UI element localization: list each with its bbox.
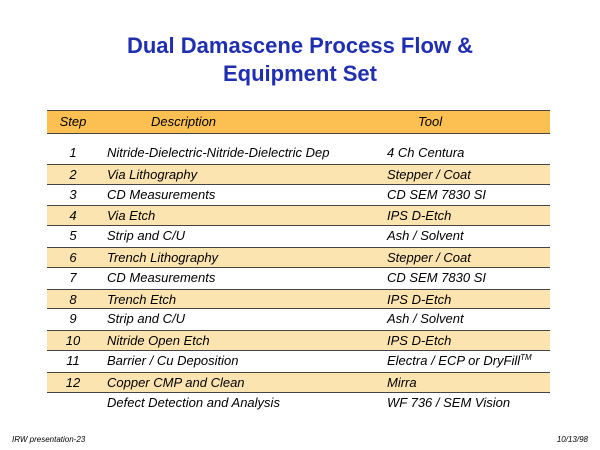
row-description: Trench Lithography <box>107 249 219 265</box>
table-row: Defect Detection and Analysis WF 736 / S… <box>47 393 550 414</box>
row-tool: WF 736 / SEM Vision <box>387 394 511 410</box>
table-row: 4 Via Etch IPS D-Etch <box>47 205 550 227</box>
row-description: Nitride-Dielectric-Nitride-Dielectric De… <box>107 145 330 160</box>
row-tool: Ash / Solvent <box>387 228 464 244</box>
footer-date: 10/13/98 <box>556 435 588 444</box>
row-step: 7 <box>69 269 77 285</box>
row-step: 12 <box>65 374 81 390</box>
table-header: Step Description Tool <box>47 110 550 134</box>
row-step: 8 <box>69 291 77 307</box>
row-description: Via Etch <box>107 208 156 224</box>
title-line-2: Equipment Set <box>222 61 377 86</box>
row-tool: CD SEM 7830 SI <box>387 186 486 202</box>
row-step: 5 <box>69 228 77 244</box>
table-row: 6 Trench Lithography Stepper / Coat <box>47 246 550 268</box>
row-tool: IPS D-Etch <box>387 291 452 307</box>
footer-presentation-id: IRW presentation-23 <box>12 435 86 444</box>
row-description: Defect Detection and Analysis <box>107 394 280 410</box>
row-tool-text: Electra / ECP or DryFill <box>387 352 521 368</box>
row-description: Strip and C/U <box>107 228 186 244</box>
table-row: 7 CD Measurements CD SEM 7830 SI <box>47 268 550 289</box>
row-tool: IPS D-Etch <box>387 333 452 349</box>
row-description: Trench Etch <box>107 291 177 307</box>
row-description: Strip and C/U <box>107 311 186 327</box>
row-tool: 4 Ch Centura <box>387 145 465 160</box>
row-step: 3 <box>69 186 77 202</box>
table-row: 5 Strip and C/U Ash / Solvent <box>47 226 550 247</box>
row-tool: Mirra <box>387 374 417 390</box>
row-step: 2 <box>69 166 77 182</box>
row-description: CD Measurements <box>107 269 216 285</box>
row-description: CD Measurements <box>107 186 216 202</box>
trademark-mark: TM <box>520 352 532 362</box>
row-tool: Stepper / Coat <box>387 249 471 265</box>
table-row: 3 CD Measurements CD SEM 7830 SI <box>47 185 550 206</box>
table-row: 11 Barrier / Cu Deposition Electra / ECP… <box>47 351 550 372</box>
row-description: Nitride Open Etch <box>107 333 210 349</box>
row-tool: Electra / ECP or DryFillTM <box>387 351 532 372</box>
title-line-1: Dual Damascene Process Flow & <box>126 33 474 58</box>
row-step: 11 <box>66 352 80 368</box>
table-row: 9 Strip and C/U Ash / Solvent <box>47 309 550 330</box>
row-tool: Ash / Solvent <box>387 311 464 327</box>
header-step: Step <box>59 114 87 129</box>
row-description: Via Lithography <box>107 166 198 182</box>
row-step: 4 <box>69 208 77 224</box>
page-title: Dual Damascene Process Flow & Equipment … <box>0 32 600 88</box>
row-tool: CD SEM 7830 SI <box>387 269 486 285</box>
table-row: 12 Copper CMP and Clean Mirra <box>47 371 550 393</box>
row-description: Barrier / Cu Deposition <box>107 352 239 368</box>
process-table: Step Description Tool 1 Nitride-Dielectr… <box>47 110 550 413</box>
table-row: 1 Nitride-Dielectric-Nitride-Dielectric … <box>47 143 550 164</box>
table-row: 8 Trench Etch IPS D-Etch <box>47 288 550 310</box>
row-tool: IPS D-Etch <box>387 208 452 224</box>
header-tool: Tool <box>418 114 443 129</box>
row-description: Copper CMP and Clean <box>107 374 245 390</box>
row-tool: Stepper / Coat <box>387 166 471 182</box>
header-description: Description <box>151 114 217 129</box>
row-step: 6 <box>69 249 77 265</box>
row-step: 1 <box>69 145 77 160</box>
table-row: 10 Nitride Open Etch IPS D-Etch <box>47 330 550 351</box>
row-step: 10 <box>65 333 81 349</box>
row-step: 9 <box>69 311 77 327</box>
table-row: 2 Via Lithography Stepper / Coat <box>47 163 550 185</box>
